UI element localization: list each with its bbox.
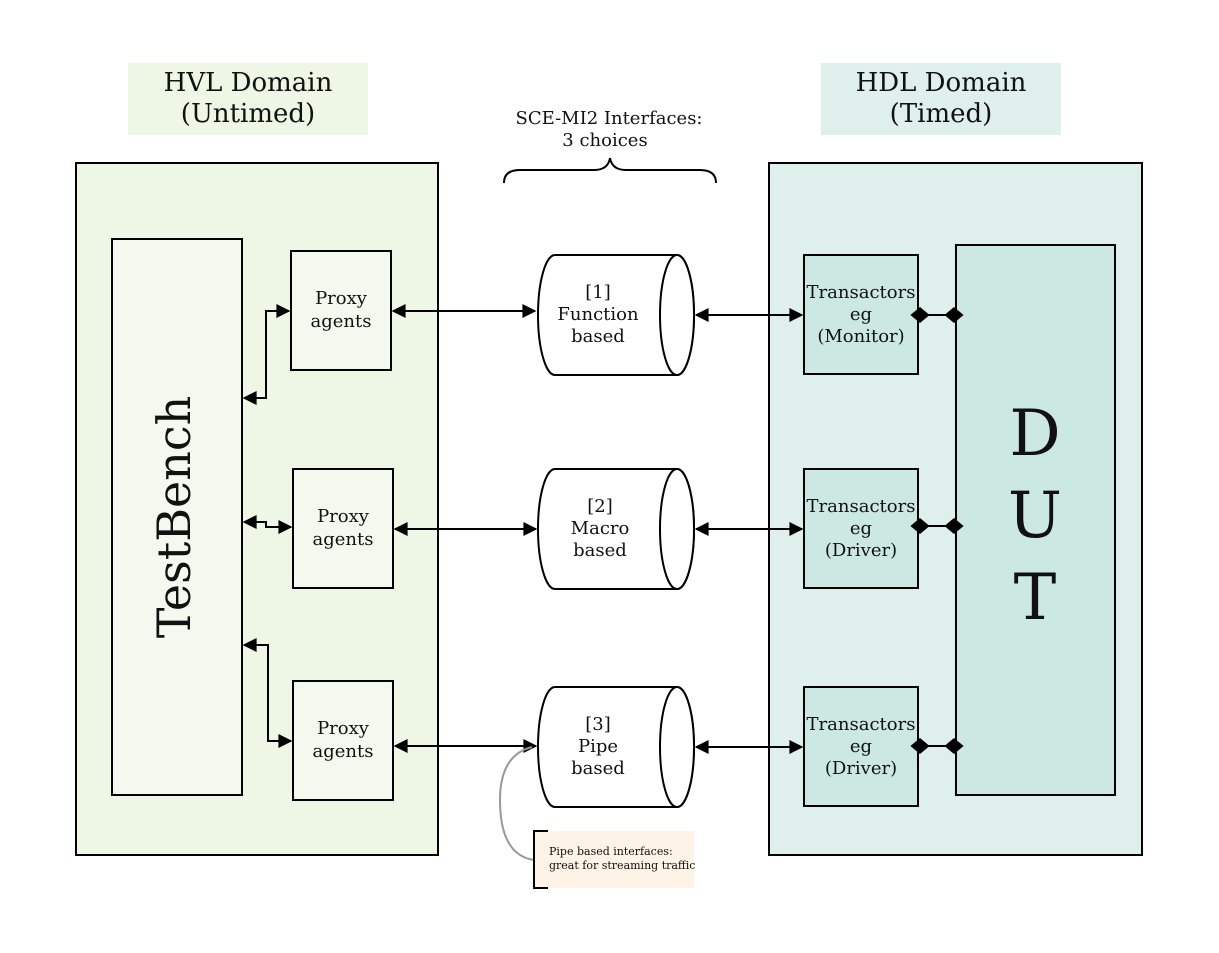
transactor-driver-1: Transactors eg (Driver) bbox=[803, 468, 919, 589]
transactor-label: Transactors bbox=[807, 714, 916, 735]
interface-number: [1] bbox=[585, 282, 611, 303]
interface-label: based bbox=[571, 758, 625, 779]
testbench-block: TestBench bbox=[111, 238, 243, 796]
proxy-agents-2: Proxy agents bbox=[292, 468, 394, 589]
hdl-subtitle: (Timed) bbox=[890, 99, 993, 129]
proxy-label: agents bbox=[313, 529, 374, 550]
interface-label: based bbox=[573, 540, 627, 561]
note-connector bbox=[498, 746, 535, 861]
dut-letter: U bbox=[1008, 479, 1062, 553]
proxy-agents-1: Proxy agents bbox=[290, 250, 392, 371]
arrow-testbench-proxy-2 bbox=[242, 515, 293, 534]
interfaces-header: SCE-MI2 Interfaces: bbox=[516, 108, 703, 129]
transactor-label: (Driver) bbox=[825, 758, 897, 779]
proxy-label: Proxy bbox=[317, 718, 370, 739]
brace bbox=[503, 157, 717, 184]
transactor-label: (Monitor) bbox=[817, 326, 904, 347]
proxy-label: Proxy bbox=[315, 288, 368, 309]
pipe-note: Pipe based interfaces: great for streami… bbox=[533, 830, 695, 889]
interface-number: [2] bbox=[587, 496, 613, 517]
hdl-domain-label: HDL Domain (Timed) bbox=[821, 63, 1061, 135]
transactor-driver-2: Transactors eg (Driver) bbox=[803, 686, 919, 807]
hdl-title: HDL Domain bbox=[856, 68, 1027, 98]
transactor-label: Transactors bbox=[807, 496, 916, 517]
transactor-label: Transactors bbox=[807, 282, 916, 303]
arrow-testbench-proxy-3 bbox=[242, 638, 293, 748]
interface-function-based: [1] Function based bbox=[537, 254, 695, 376]
interface-label: Pipe bbox=[578, 736, 618, 757]
hvl-domain-label: HVL Domain (Untimed) bbox=[128, 63, 368, 135]
transactor-label: eg bbox=[850, 736, 872, 757]
proxy-label: agents bbox=[313, 741, 374, 762]
note-text: great for streaming traffic bbox=[549, 859, 695, 872]
proxy-agents-3: Proxy agents bbox=[292, 680, 394, 801]
transactor-label: eg bbox=[850, 518, 872, 539]
arrow-testbench-proxy-1 bbox=[242, 304, 291, 405]
interface-label: Macro bbox=[571, 518, 630, 539]
interface-macro-based: [2] Macro based bbox=[537, 468, 695, 590]
interface-number: [3] bbox=[585, 714, 611, 735]
interface-pipe-based: [3] Pipe based bbox=[537, 686, 695, 808]
transactor-label: eg bbox=[850, 304, 872, 325]
transactor-label: (Driver) bbox=[825, 540, 897, 561]
interfaces-count: 3 choices bbox=[562, 130, 647, 151]
note-text: Pipe based interfaces: bbox=[549, 845, 673, 858]
dut-block: D U T bbox=[955, 244, 1116, 796]
interface-label: Function bbox=[557, 304, 639, 325]
interface-label: based bbox=[571, 326, 625, 347]
testbench-label: TestBench bbox=[147, 396, 201, 638]
proxy-label: Proxy bbox=[317, 506, 370, 527]
dut-letter: D bbox=[1009, 397, 1060, 471]
transactor-monitor: Transactors eg (Monitor) bbox=[803, 254, 919, 375]
hvl-title: HVL Domain bbox=[164, 68, 333, 98]
hvl-subtitle: (Untimed) bbox=[181, 99, 315, 129]
proxy-label: agents bbox=[311, 311, 372, 332]
dut-letter: T bbox=[1014, 561, 1057, 635]
